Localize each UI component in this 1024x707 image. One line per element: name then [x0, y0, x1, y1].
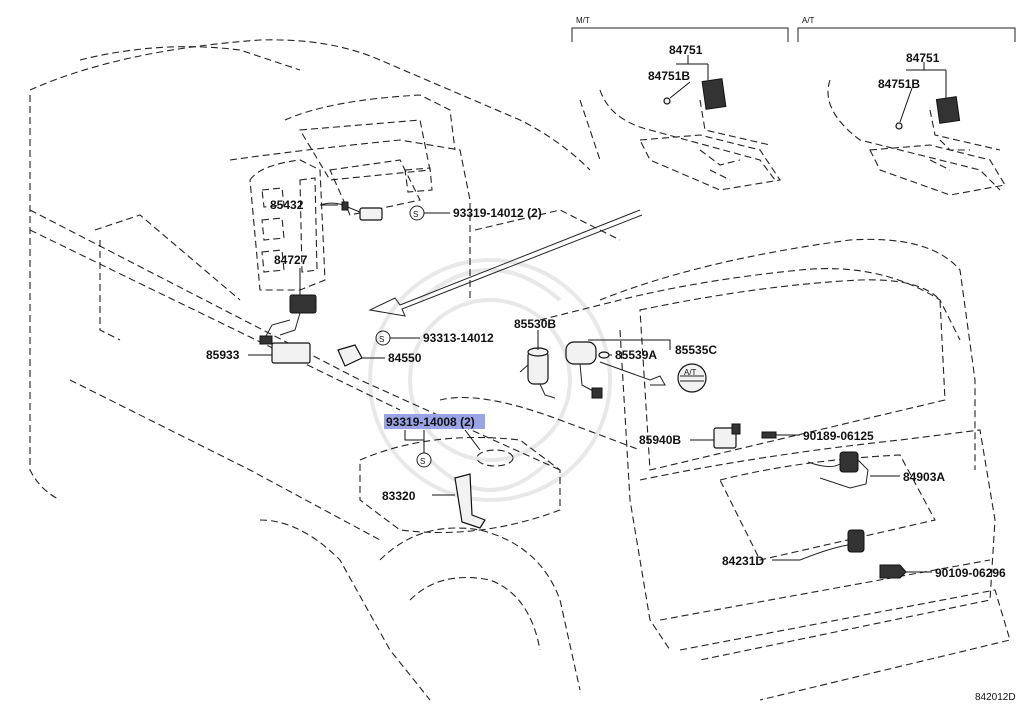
- vehicle-outline: [29, 39, 1011, 701]
- label-84550[interactable]: 84550: [388, 351, 422, 365]
- screw-mark-2: S: [379, 335, 384, 344]
- at-switch: [935, 96, 961, 124]
- mt-label: M/T: [576, 16, 590, 25]
- part-84550-shape: [337, 344, 385, 367]
- mt-inset: [579, 55, 781, 191]
- highlight-93319-14008: [384, 414, 485, 429]
- label-84751b-mt[interactable]: 84751B: [648, 69, 690, 83]
- screw-symbol-1: S: [409, 205, 450, 221]
- part-85940b-shape: [690, 423, 741, 449]
- label-85539a[interactable]: 85539A: [615, 348, 657, 362]
- at-bracket: A/T: [797, 16, 1016, 42]
- decal-mark: A/T: [684, 368, 697, 377]
- diagram-code: 842012D: [975, 692, 1016, 703]
- watermark: [368, 258, 612, 502]
- part-90189-shape: [761, 431, 800, 439]
- spare-tire-area: [359, 436, 561, 534]
- label-84751b-at[interactable]: 84751B: [878, 77, 920, 91]
- label-93319-14008[interactable]: 93319-14008 (2): [386, 415, 475, 429]
- part-labels: 84751 84751B 84751 84751B 85432 93319-14…: [206, 43, 1006, 580]
- at-label: A/T: [802, 16, 815, 25]
- label-85535c[interactable]: 85535C: [675, 343, 717, 357]
- label-84727[interactable]: 84727: [274, 253, 308, 267]
- part-83320-shape: [432, 473, 486, 529]
- label-93319-14012[interactable]: 93319-14012 (2): [453, 206, 542, 220]
- label-90189-06125[interactable]: 90189-06125: [803, 429, 874, 443]
- part-85530b-shape: [519, 330, 556, 399]
- screw-mark-3: S: [420, 457, 425, 466]
- label-83320[interactable]: 83320: [382, 489, 416, 503]
- label-85933[interactable]: 85933: [206, 348, 240, 362]
- inset-arrow: [368, 209, 643, 317]
- screw-mark-1: S: [413, 210, 418, 219]
- label-93313-14012[interactable]: 93313-14012: [423, 331, 494, 345]
- part-84727-shape: [279, 268, 317, 336]
- part-85535c-shape: [565, 339, 671, 399]
- part-90109-shape: [879, 564, 932, 579]
- screw-symbol-3: S: [416, 430, 432, 468]
- label-84751-mt[interactable]: 84751: [669, 43, 703, 57]
- at-decal: A/T: [677, 363, 707, 393]
- part-85933-shape: [248, 319, 311, 364]
- part-84231d-shape: [772, 529, 865, 561]
- label-84231d[interactable]: 84231D: [722, 554, 764, 568]
- mt-bracket: M/T: [571, 16, 789, 42]
- part-85432-shape: [319, 201, 383, 221]
- at-inset: [827, 62, 1006, 196]
- mt-switch: [701, 78, 727, 110]
- label-85530b[interactable]: 85530B: [514, 317, 556, 331]
- mt-clip: [663, 97, 671, 105]
- dashboard: [249, 159, 433, 291]
- part-84903a-shape: [807, 451, 900, 489]
- at-clip: [895, 122, 903, 130]
- label-90109-06296[interactable]: 90109-06296: [935, 566, 1006, 580]
- leader-93319-14008: [404, 429, 481, 451]
- label-85432[interactable]: 85432: [270, 198, 304, 212]
- label-85940b[interactable]: 85940B: [639, 433, 681, 447]
- screw-symbol-2: S: [375, 330, 420, 346]
- label-84903a[interactable]: 84903A: [903, 470, 945, 484]
- label-84751-at[interactable]: 84751: [906, 51, 940, 65]
